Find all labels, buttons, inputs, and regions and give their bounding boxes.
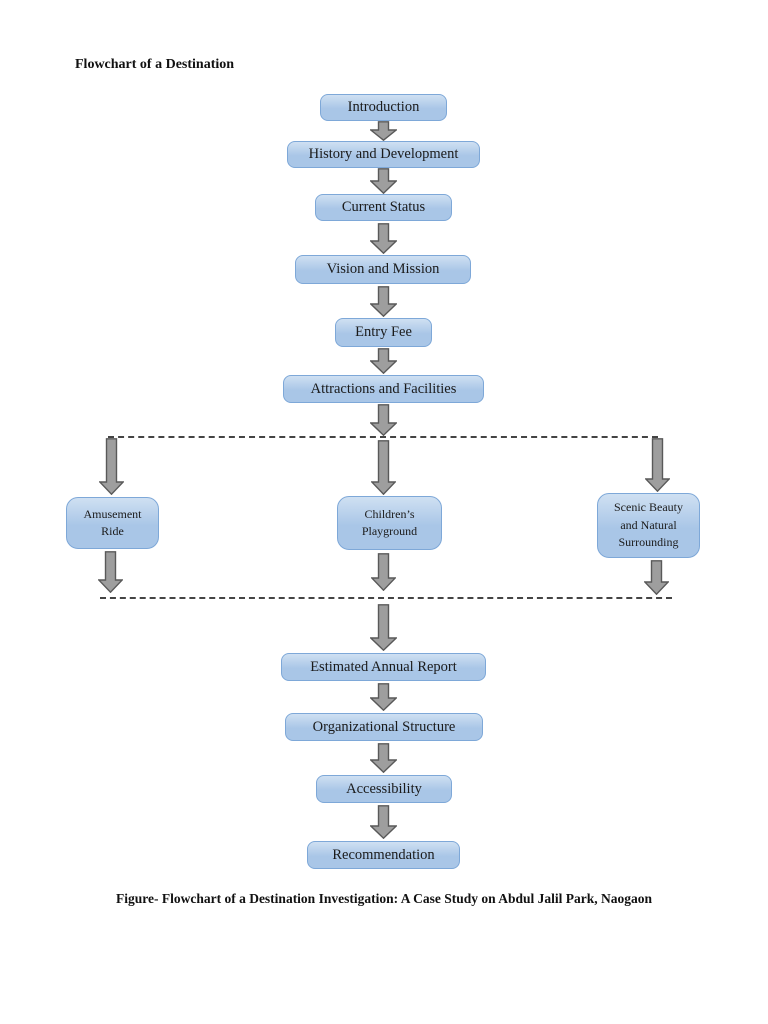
split-dashed-line <box>108 436 658 438</box>
down-arrow <box>370 121 397 141</box>
node-accessibility: Accessibility <box>316 775 452 803</box>
figure-caption: Figure- Flowchart of a Destination Inves… <box>115 891 653 906</box>
down-arrow <box>370 404 397 436</box>
down-arrow <box>371 440 396 495</box>
node-organizational-structure: Organizational Structure <box>285 713 483 741</box>
down-arrow <box>645 438 670 492</box>
node-attractions-and-facilities: Attractions and Facilities <box>283 375 484 403</box>
down-arrow <box>99 438 124 495</box>
down-arrow <box>370 348 397 374</box>
down-arrow <box>370 604 397 651</box>
page-title: Flowchart of a Destination <box>75 57 235 72</box>
down-arrow <box>370 805 397 839</box>
node-history-and-development: History and Development <box>287 141 480 168</box>
node-amusement-ride: Amusement Ride <box>66 497 159 549</box>
node-recommendation: Recommendation <box>307 841 460 869</box>
down-arrow <box>644 560 669 595</box>
node-childrens-playground: Children’s Playground <box>337 496 442 550</box>
down-arrow <box>370 683 397 711</box>
node-introduction: Introduction <box>320 94 447 121</box>
down-arrow <box>370 168 397 194</box>
node-scenic-beauty-and-natural-surrounding: Scenic Beauty and Natural Surrounding <box>597 493 700 558</box>
down-arrow <box>371 553 396 591</box>
node-current-status: Current Status <box>315 194 452 221</box>
down-arrow <box>98 551 123 593</box>
node-entry-fee: Entry Fee <box>335 318 432 347</box>
down-arrow <box>370 286 397 317</box>
node-estimated-annual-report: Estimated Annual Report <box>281 653 486 681</box>
down-arrow <box>370 743 397 773</box>
down-arrow <box>370 223 397 254</box>
merge-dashed-line <box>100 597 672 599</box>
node-vision-and-mission: Vision and Mission <box>295 255 471 284</box>
